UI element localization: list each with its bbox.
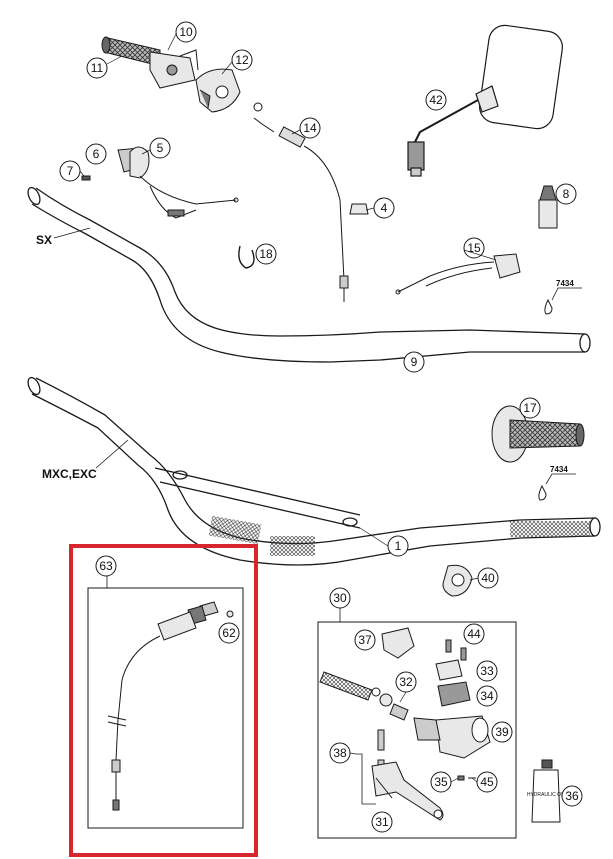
callout-17: 17 (523, 401, 537, 415)
right-grip (491, 405, 585, 463)
callout-6: 6 (93, 147, 100, 161)
throttle-housing-cover (195, 68, 241, 113)
callout-36: 36 (565, 789, 579, 803)
callout-44: 44 (467, 627, 481, 641)
callout-15: 15 (467, 241, 481, 255)
callout-39: 39 (495, 725, 509, 739)
callout-35: 35 (434, 775, 448, 789)
mirror (407, 24, 563, 177)
clutch-cable-kit-box (87, 587, 244, 829)
callout-63: 63 (99, 559, 113, 573)
drop-icon-bottom (538, 484, 547, 501)
mxc-exc-handlebar (27, 376, 601, 566)
callout-1: 1 (395, 539, 402, 553)
callout-33: 33 (480, 664, 494, 678)
callout-8: 8 (563, 187, 570, 201)
callout-18: 18 (259, 247, 273, 261)
callout-4: 4 (381, 201, 388, 215)
callout-42: 42 (429, 93, 443, 107)
callout-5: 5 (157, 141, 164, 155)
callout-34: 34 (480, 689, 494, 703)
clutch-cable (107, 601, 219, 811)
clutch-lever-kit-box (317, 621, 517, 839)
callout-9: 9 (411, 355, 418, 369)
callout-14: 14 (303, 121, 317, 135)
clip-ring (238, 245, 255, 269)
drop-icon-top (544, 298, 553, 315)
highlight-box (69, 544, 258, 857)
callout-11: 11 (91, 61, 104, 75)
handlebar-switch (395, 253, 521, 295)
callout-40: 40 (481, 571, 495, 585)
mxc-exc-label: MXC,EXC (42, 467, 97, 481)
sx-label: SX (36, 233, 52, 247)
hydraulic-oil-bottle (531, 759, 561, 823)
callout-37: 37 (358, 633, 372, 647)
thread-locker-bottle (538, 185, 558, 229)
throttle-grip-assembly (101, 36, 199, 89)
clamp (442, 564, 473, 597)
callout-32: 32 (399, 675, 413, 689)
callout-10: 10 (179, 25, 193, 39)
cap (349, 203, 369, 215)
callout-62: 62 (222, 626, 236, 640)
ref-label-top: 7434 (556, 279, 574, 288)
clutch-lever-parts (319, 627, 491, 821)
callout-30: 30 (333, 591, 347, 605)
callout-7: 7 (67, 164, 74, 178)
callout-12: 12 (235, 53, 249, 67)
callout-45: 45 (480, 775, 494, 789)
oil-label-line: HYDRAULIC OIL (527, 792, 566, 798)
callout-38: 38 (333, 746, 347, 760)
callout-31: 31 (375, 815, 389, 829)
ref-label-bottom: 7434 (550, 465, 568, 474)
kill-switch-assembly (81, 146, 239, 219)
